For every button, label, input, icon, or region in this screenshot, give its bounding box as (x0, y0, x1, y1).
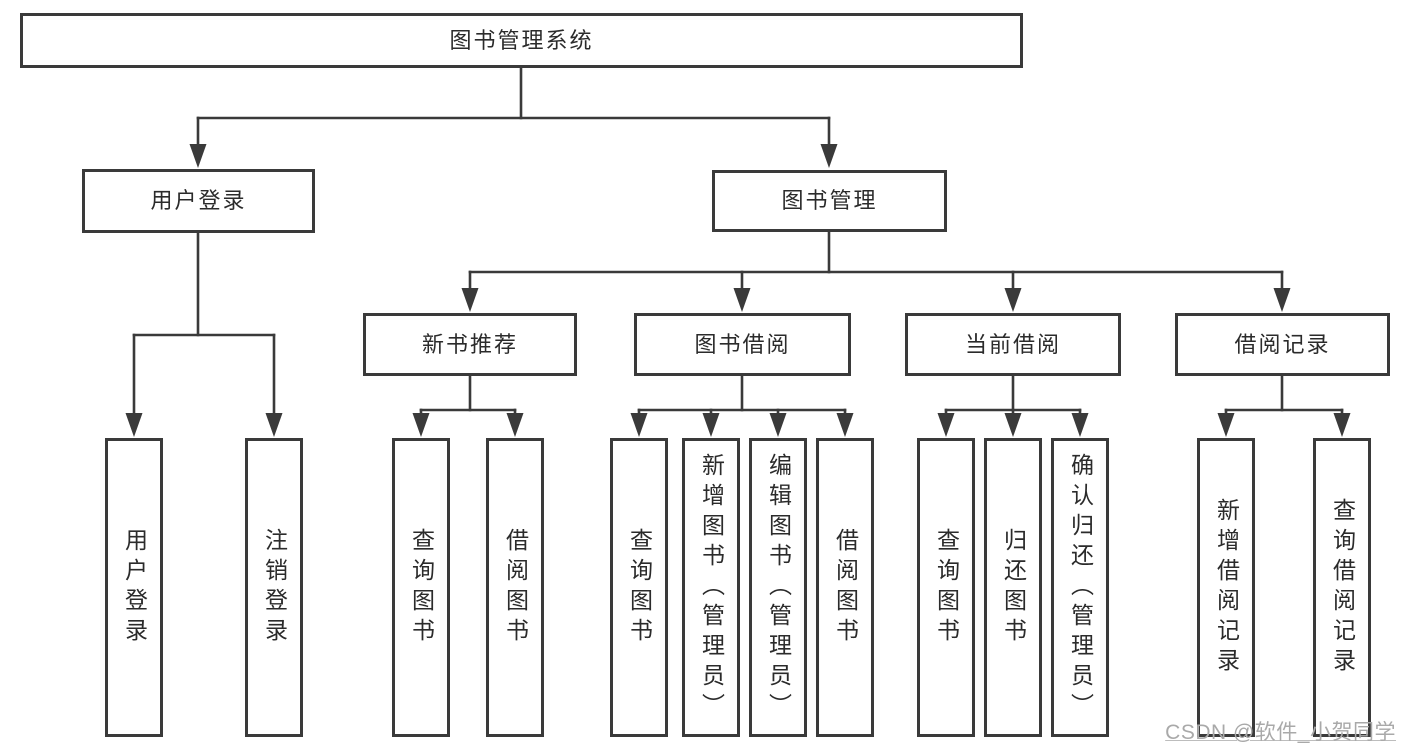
arrowhead-icon (836, 413, 854, 437)
arrowhead-icon (506, 413, 524, 437)
node-user-login: 用户登录 (82, 169, 315, 233)
node-cb-query: 查询图书 (917, 438, 975, 737)
arrowhead-icon (702, 413, 720, 437)
arrowhead-icon (1071, 413, 1089, 437)
arrowhead-icon (769, 413, 787, 437)
node-br-add: 新增借阅记录 (1197, 438, 1255, 737)
node-bb-borrow: 借阅图书 (816, 438, 874, 737)
node-root: 图书管理系统 (20, 13, 1023, 68)
arrowhead-icon (1273, 288, 1291, 312)
node-book-mgmt: 图书管理 (712, 170, 947, 232)
node-nbr-borrow: 借阅图书 (486, 438, 544, 737)
arrowhead-icon (461, 288, 479, 312)
arrowhead-icon (1333, 413, 1351, 437)
node-new-book-rec: 新书推荐 (363, 313, 577, 376)
node-leaf-logout: 注销登录 (245, 438, 303, 737)
arrowhead-icon (412, 413, 430, 437)
arrowhead-icon (733, 288, 751, 312)
node-br-query: 查询借阅记录 (1313, 438, 1371, 737)
node-cb-return: 归还图书 (984, 438, 1042, 737)
arrowhead-icon (125, 413, 143, 437)
arrowhead-icon (630, 413, 648, 437)
node-leaf-user-login: 用户登录 (105, 438, 163, 737)
node-borrow-records: 借阅记录 (1175, 313, 1390, 376)
arrowhead-icon (937, 413, 955, 437)
watermark: CSDN @软件_小贺同学 (1165, 721, 1396, 744)
arrowhead-icon (1004, 288, 1022, 312)
node-bb-add: 新增图书（管理员） (682, 438, 740, 737)
node-nbr-query: 查询图书 (392, 438, 450, 737)
node-book-borrow: 图书借阅 (634, 313, 851, 376)
arrowhead-icon (189, 144, 207, 168)
node-bb-edit: 编辑图书（管理员） (749, 438, 807, 737)
arrowhead-icon (1004, 413, 1022, 437)
node-bb-query: 查询图书 (610, 438, 668, 737)
arrowhead-icon (265, 413, 283, 437)
node-cb-confirm: 确认归还（管理员） (1051, 438, 1109, 737)
node-current-borrow: 当前借阅 (905, 313, 1121, 376)
arrowhead-icon (820, 144, 838, 168)
arrowhead-icon (1217, 413, 1235, 437)
